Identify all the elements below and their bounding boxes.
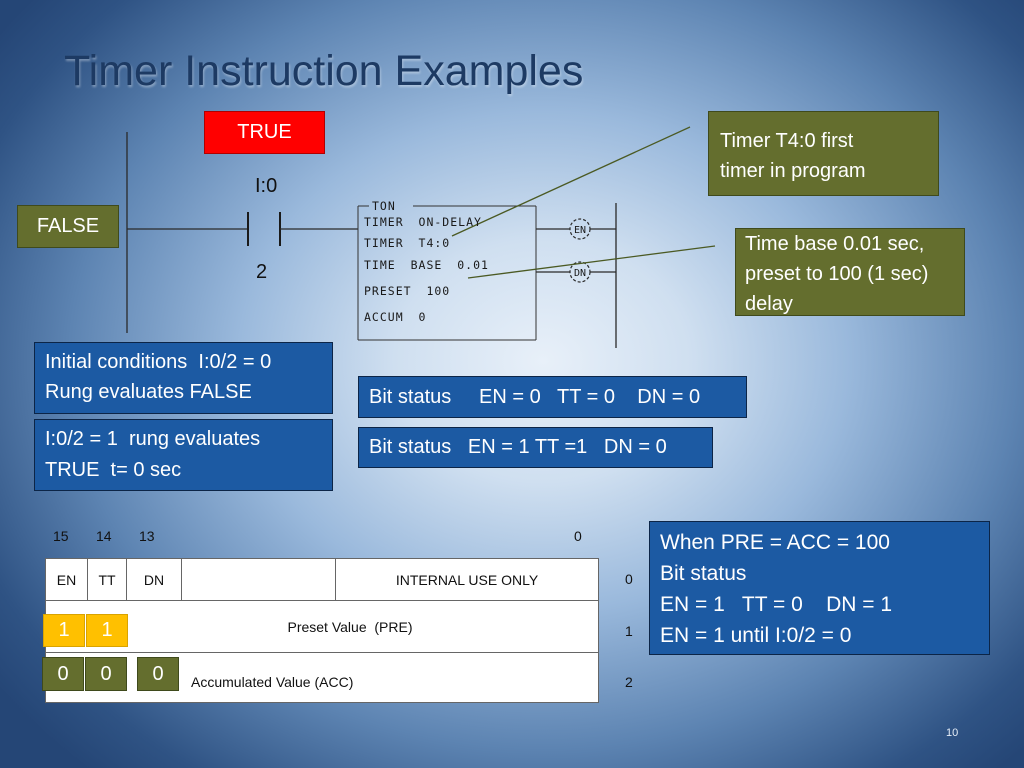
initial-line: Initial conditions I:0/2 = 0: [45, 351, 272, 373]
timebase-callout-line: Time base 0.01 sec,: [745, 233, 925, 255]
contact-bit: 2: [256, 261, 268, 283]
ton-line-preset: PRESET 100: [364, 284, 451, 298]
ton-header: TON: [372, 199, 396, 213]
dn-coil-label: DN: [574, 268, 586, 279]
en-bit-cell: EN: [45, 558, 88, 601]
timer-callout-leader: [451, 126, 691, 237]
accum-word-row: Accumulated Value (ACC): [45, 652, 599, 703]
tt-bit-cell: TT: [87, 558, 127, 601]
pre-bit-box: 1: [43, 614, 85, 647]
internal-use-cell: INTERNAL USE ONLY: [335, 558, 599, 601]
accum-value-cell: Accumulated Value (ACC): [45, 652, 599, 703]
timebase-callout-line: preset to 100 (1 sec): [745, 263, 929, 285]
bit-status-timing: Bit status EN = 1 TT =1 DN = 0: [358, 427, 713, 468]
contact-address: I:0: [255, 175, 278, 197]
timer-callout-line: timer in program: [720, 160, 866, 182]
initial-line: Rung evaluates FALSE: [45, 381, 252, 403]
en-coil-label: EN: [574, 225, 586, 236]
acc-bit-box: 0: [42, 657, 84, 691]
pre-bit-box: 1: [86, 614, 128, 647]
word-number-2: 2: [625, 674, 633, 690]
acc-bit-box: 0: [137, 657, 179, 691]
word-number-1: 1: [625, 623, 633, 639]
preset-value-cell: Preset Value (PRE): [45, 600, 599, 653]
control-word-row: EN TT DN INTERNAL USE ONLY: [45, 558, 599, 601]
rung-true-line: TRUE t= 0 sec: [45, 459, 182, 481]
rung-true-line: I:0/2 = 1 rung evaluates: [45, 428, 261, 450]
timebase-callout: Time base 0.01 sec, preset to 100 (1 sec…: [735, 228, 965, 316]
true-badge: TRUE: [204, 111, 325, 154]
timebase-callout-leader: [467, 245, 716, 279]
acc-bit-box: 0: [85, 657, 127, 691]
bit-status-initial: Bit status EN = 0 TT = 0 DN = 0: [358, 376, 747, 418]
bit-number-13: 13: [139, 528, 155, 544]
bit-number-14: 14: [96, 528, 112, 544]
dn-bit-cell: DN: [126, 558, 182, 601]
done-line: When PRE = ACC = 100: [660, 531, 890, 554]
timer-callout-line: Timer T4:0 first: [720, 130, 854, 152]
word-number-0: 0: [625, 571, 633, 587]
initial-conditions-box: Initial conditions I:0/2 = 0 Rung evaluat…: [34, 342, 333, 414]
ton-line-timebase: TIME BASE 0.01: [364, 258, 489, 272]
preset-word-row: Preset Value (PRE): [45, 600, 599, 653]
ton-line-accum: ACCUM 0: [364, 310, 427, 324]
page-number: 10: [946, 727, 959, 739]
ton-line-address: TIMER T4:0: [364, 236, 451, 250]
done-line: EN = 1 until I:0/2 = 0: [660, 624, 852, 647]
timer-callout: Timer T4:0 first timer in program: [708, 111, 939, 196]
timer-word-table: EN TT DN INTERNAL USE ONLY Preset Value …: [45, 558, 599, 703]
bit-number-15: 15: [53, 528, 69, 544]
timebase-callout-line: delay: [745, 293, 793, 315]
done-line: Bit status: [660, 562, 747, 585]
done-line: EN = 1 TT = 0 DN = 1: [660, 593, 893, 616]
false-badge: FALSE: [17, 205, 119, 248]
ton-line-type: TIMER ON-DELAY: [364, 215, 482, 229]
bit-number-0: 0: [574, 528, 582, 544]
slide-title: Timer Instruction Examples: [64, 47, 584, 95]
blank-cell: [181, 558, 336, 601]
